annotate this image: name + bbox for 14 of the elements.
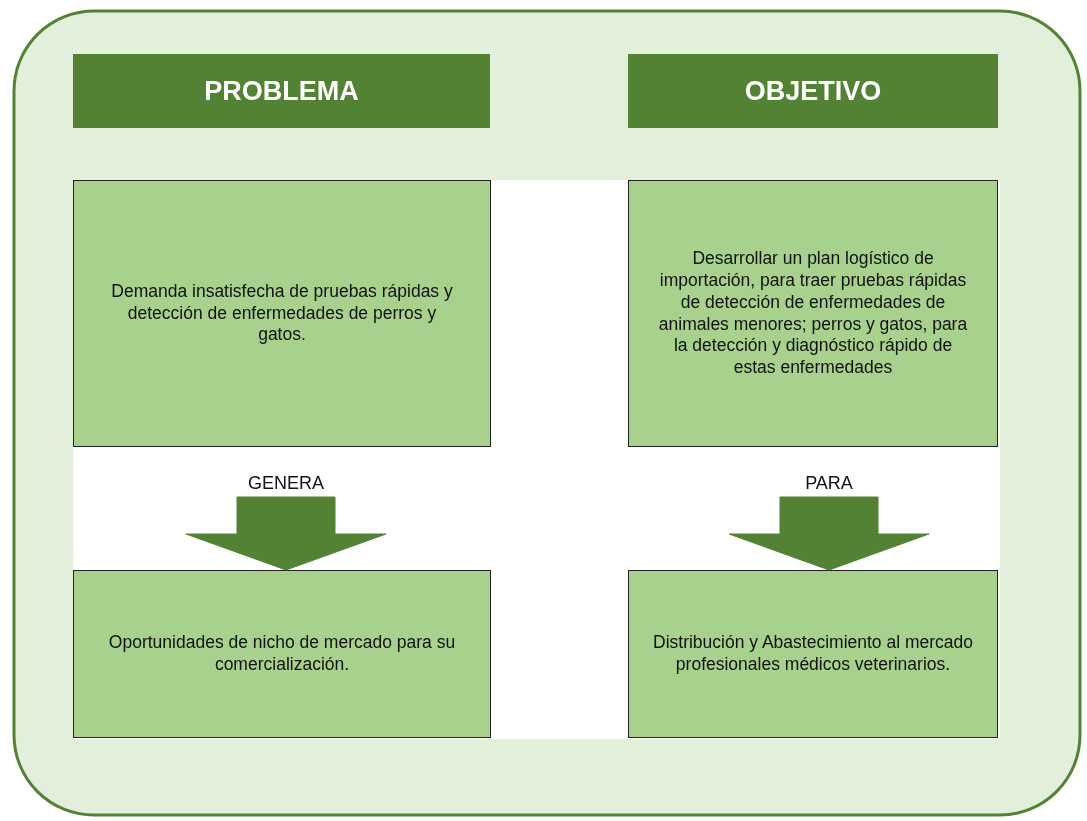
box-text: Demanda insatisfecha de pruebas rápidas y detección de enfermedades de perros y gatos.	[110, 280, 454, 347]
header-bar	[628, 54, 998, 128]
process-box	[73, 180, 491, 447]
box-text: Oportunidades de nicho de mercado para su comercialización.	[107, 632, 457, 676]
header-text: PROBLEMA	[204, 75, 359, 107]
header-text: OBJETIVO	[744, 75, 882, 107]
block-arrow	[185, 496, 387, 571]
box-text: Desarrollar un plan logístico de importación, para traer pruebas rápidas de detección de enfermedades de animales menores; perros y gatos, para la detección y diagnóstico rápido de estas enfermedades	[657, 247, 969, 380]
process-box	[73, 570, 491, 738]
process-box	[628, 180, 998, 447]
header-bar	[73, 54, 490, 128]
process-box	[628, 570, 998, 738]
box-text: Distribución y Abastecimiento al mercado profesionales médicos veterinarios.	[653, 632, 973, 676]
block-arrow	[728, 496, 930, 571]
